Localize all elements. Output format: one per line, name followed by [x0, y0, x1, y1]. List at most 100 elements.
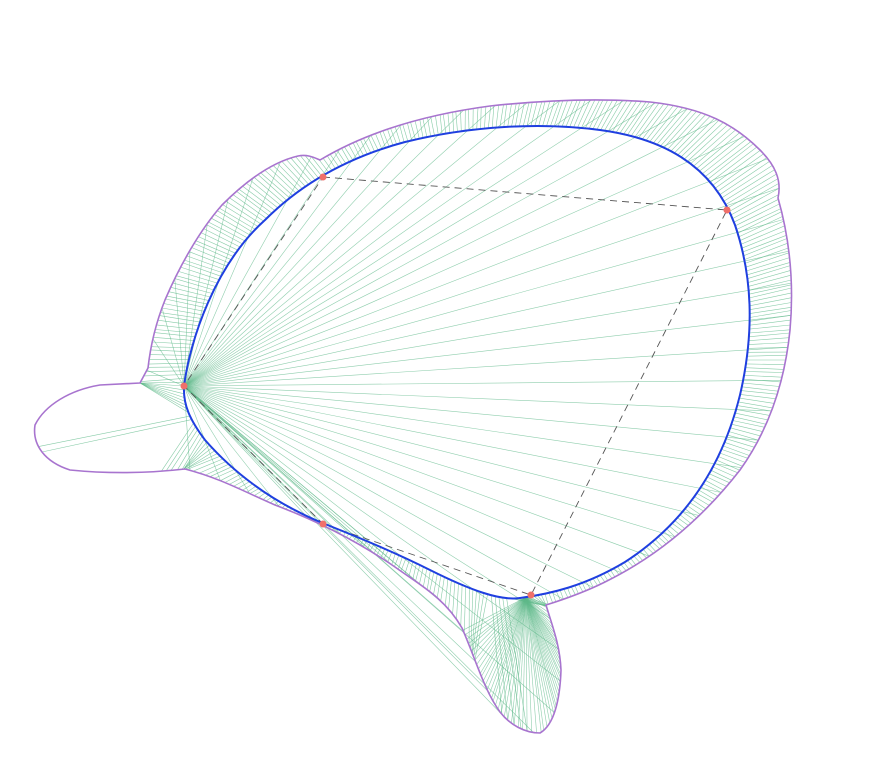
- hairline: [729, 183, 779, 212]
- hairline: [183, 108, 688, 387]
- hairline: [749, 307, 792, 314]
- hairline: [214, 214, 251, 236]
- hairline: [696, 493, 713, 503]
- hairline: [41, 419, 192, 453]
- hairline: [295, 156, 316, 181]
- hairline: [522, 597, 527, 730]
- hairline: [744, 242, 788, 260]
- hairline: [608, 100, 628, 132]
- hairline: [146, 369, 185, 387]
- hairline: [174, 278, 185, 387]
- hairline: [732, 194, 779, 219]
- hairline: [160, 312, 202, 319]
- hairline: [573, 99, 586, 128]
- hairline: [741, 386, 779, 392]
- hairline: [627, 560, 634, 567]
- hairline: [185, 453, 218, 470]
- hairline: [344, 146, 354, 161]
- hairline: [183, 385, 464, 632]
- hairline: [525, 597, 560, 651]
- hairline: [705, 480, 724, 491]
- hairline: [574, 585, 579, 594]
- hairline: [743, 238, 788, 257]
- control-point-p1: [319, 173, 327, 181]
- hairline: [696, 132, 740, 169]
- hairline: [429, 571, 435, 592]
- hairline: [195, 240, 234, 257]
- hairline: [140, 378, 186, 382]
- hairline: [318, 159, 329, 173]
- hairline: [525, 597, 557, 707]
- hairline: [237, 481, 250, 489]
- hairline: [183, 198, 229, 387]
- hairline: [584, 99, 600, 129]
- hairline: [538, 101, 546, 127]
- offset-envelope: [33, 99, 793, 734]
- hairline: [689, 502, 704, 512]
- hairline: [712, 150, 761, 186]
- hairline: [387, 129, 394, 146]
- hairline: [370, 135, 379, 151]
- hairline: [525, 597, 558, 702]
- hairline: [596, 99, 613, 130]
- control-point-p3: [527, 591, 535, 599]
- hairline: [383, 550, 389, 560]
- hairline: [737, 405, 772, 412]
- hairline: [656, 108, 688, 145]
- hairline: [645, 546, 654, 554]
- hairline: [639, 551, 647, 559]
- hairline: [205, 463, 229, 476]
- hairline: [677, 517, 689, 526]
- hairline: [352, 142, 361, 158]
- hairline: [749, 324, 791, 330]
- hairline: [725, 438, 755, 448]
- hairline: [497, 597, 527, 710]
- hairline: [229, 476, 244, 485]
- hairline: [669, 525, 679, 535]
- hairline: [407, 122, 412, 141]
- hairline: [452, 581, 456, 615]
- hairline: [186, 455, 221, 470]
- hairline: [311, 156, 326, 175]
- hairline: [722, 445, 750, 456]
- hairline: [198, 236, 236, 254]
- hairline: [148, 362, 189, 365]
- hairline: [152, 338, 185, 387]
- hairline: [746, 354, 787, 357]
- hairline: [525, 597, 537, 733]
- hairline: [473, 593, 485, 658]
- hairline: [209, 466, 232, 477]
- hairline: [746, 262, 791, 276]
- hairline: [730, 427, 761, 437]
- hairline: [515, 103, 520, 127]
- hairline: [139, 382, 185, 387]
- hairline: [183, 385, 564, 600]
- hairline: [636, 553, 643, 561]
- hairline: [183, 158, 768, 387]
- hairline: [652, 541, 660, 549]
- hairline: [414, 120, 420, 139]
- hairline: [484, 597, 527, 686]
- hairline: [460, 584, 463, 626]
- hairline: [139, 382, 189, 413]
- hairline: [526, 102, 533, 127]
- hairline: [710, 146, 758, 183]
- hairline: [183, 385, 772, 412]
- hairline: [373, 545, 378, 554]
- hairline: [553, 100, 564, 127]
- hairline: [208, 221, 246, 242]
- hairline: [494, 596, 508, 721]
- hairline: [170, 287, 211, 298]
- hairline: [691, 499, 707, 510]
- hairline: [183, 385, 700, 516]
- hairline: [561, 100, 573, 127]
- hairline: [183, 444, 210, 470]
- hairline: [570, 586, 576, 595]
- hairline: [679, 514, 691, 524]
- hairline: [155, 329, 197, 334]
- hairline: [507, 103, 512, 127]
- hairline: [723, 169, 775, 202]
- hairline: [666, 528, 676, 538]
- hairline: [181, 435, 203, 470]
